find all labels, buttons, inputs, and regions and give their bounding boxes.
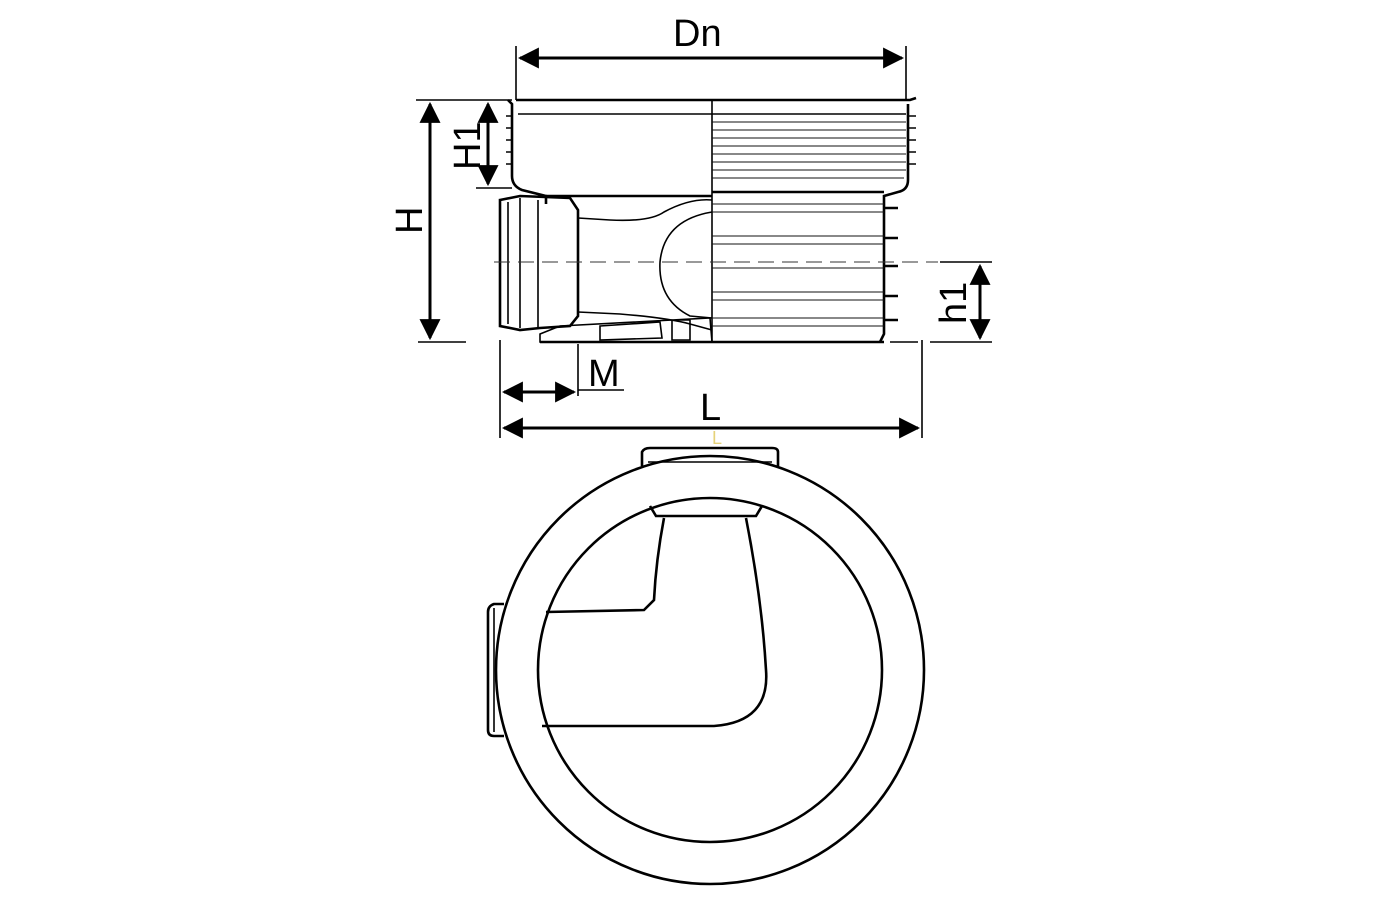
lower-right-ribs <box>884 206 898 322</box>
dn-label: Dn <box>673 13 722 55</box>
base-plate <box>539 317 713 343</box>
h1-label: H1 <box>447 121 489 170</box>
lower-body-outline <box>546 190 884 198</box>
upper-left-ribs <box>506 115 513 165</box>
upper-shell-outline <box>507 96 917 343</box>
outer-ring <box>494 454 926 886</box>
top-view <box>486 446 926 886</box>
upper-right-ribs <box>908 115 916 165</box>
h-label: H <box>389 207 431 234</box>
elbow-channel <box>542 517 768 728</box>
dimensions: Dn H H1 h1 M L L <box>389 13 992 448</box>
top-socket <box>640 446 780 466</box>
l-small-label: L <box>712 428 722 448</box>
right-hatch-upper <box>712 121 906 179</box>
left-socket <box>486 602 504 738</box>
inner-ring <box>536 496 884 844</box>
inlet-spigot <box>498 194 580 332</box>
side-view <box>494 96 938 344</box>
m-label: M <box>588 353 620 395</box>
top-socket-inner <box>648 505 764 518</box>
l-label: L <box>700 387 721 429</box>
h1-lower-label: h1 <box>933 282 975 324</box>
elbow-internal <box>577 198 713 331</box>
right-hatch-lower <box>712 203 884 327</box>
